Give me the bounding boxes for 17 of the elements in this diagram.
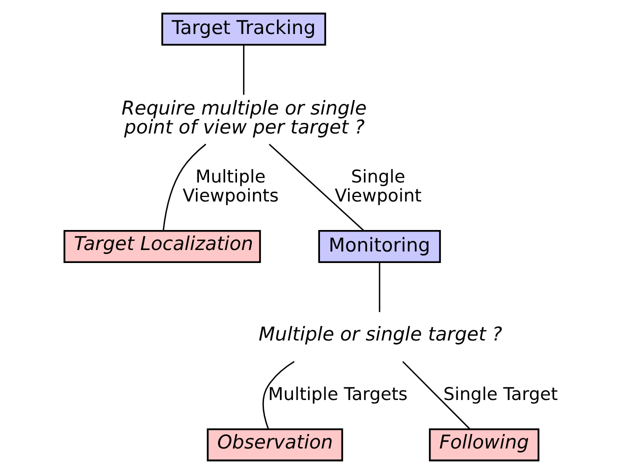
node-box: Target Tracking — [161, 12, 326, 46]
connector — [243, 45, 244, 95]
edge-label: Multiple Viewpoints — [182, 168, 279, 207]
connector — [162, 144, 206, 231]
connector — [378, 262, 380, 312]
node-box: Observation — [206, 428, 344, 462]
node-text: Require multiple or single point of view per target ? — [121, 97, 367, 138]
edge-label: Single Target — [443, 384, 558, 405]
node-text: Multiple or single target ? — [258, 324, 502, 346]
connector — [262, 361, 295, 430]
node-box: Monitoring — [318, 230, 441, 264]
connector — [402, 361, 470, 430]
edge-label: Multiple Targets — [268, 384, 408, 405]
edge-label: Single Viewpoint — [334, 168, 422, 207]
node-box: Following — [428, 428, 540, 462]
connector — [268, 144, 364, 232]
node-box: Target Localization — [64, 230, 261, 264]
